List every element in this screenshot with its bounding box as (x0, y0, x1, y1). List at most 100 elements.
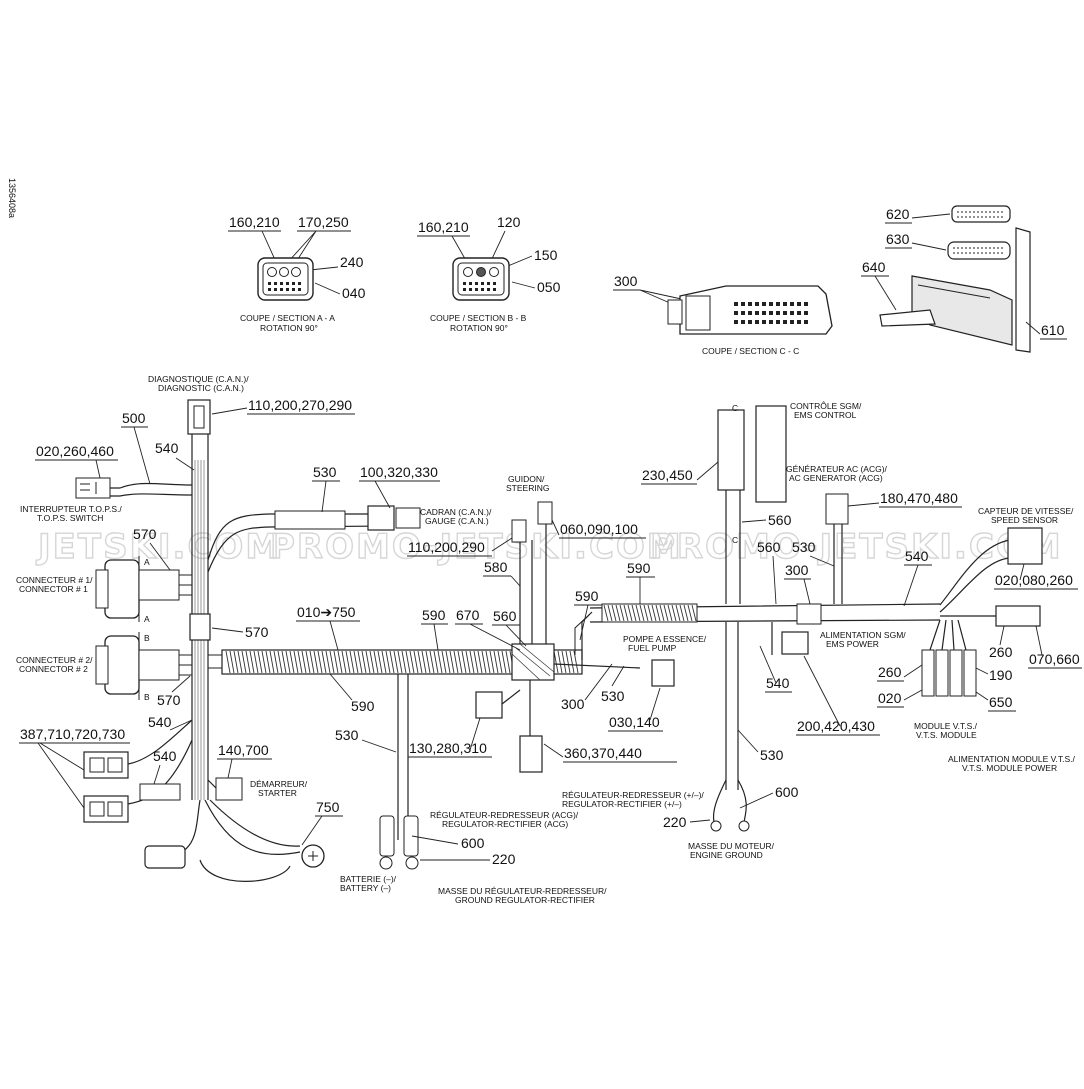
callout-220a: 220 (492, 851, 516, 867)
caption-diagnostic-2: DIAGNOSTIC (C.A.N.) (158, 383, 244, 393)
callout-030: 030,140 (609, 714, 660, 730)
captions: DIAGNOSTIQUE (C.A.N.)/ DIAGNOSTIC (C.A.N… (16, 374, 1076, 905)
callout-aa-170-250: 170,250 (298, 214, 349, 230)
caption-connector1-2: CONNECTOR # 1 (19, 584, 88, 594)
caption-fuel-pump-1: POMPE A ESSENCE/ (623, 634, 707, 644)
caption-ems-control-1: CONTRÔLE SGM/ (790, 401, 862, 411)
fuel-pump-wire (553, 663, 641, 669)
vts-wires (929, 619, 967, 651)
watermark-right: PROMO-JETSKI.COM (650, 527, 1063, 567)
caption-steering-1: GUIDON/ (508, 474, 545, 484)
callout-540a: 540 (155, 440, 179, 456)
callout-600a: 600 (461, 835, 485, 851)
connector-1-drawing (95, 559, 192, 619)
callout-540c: 540 (766, 675, 790, 691)
caption-speed-1: CAPTEUR DE VITESSE/ (978, 506, 1074, 516)
callout-bb-150: 150 (534, 247, 558, 263)
callout-500: 500 (122, 410, 146, 426)
speed-sensor-wire (939, 539, 1011, 606)
callout-570c: 570 (157, 692, 181, 708)
callout-aa-160-210: 160,210 (229, 214, 280, 230)
callout-560c: 560 (757, 539, 781, 555)
callout-tops: 020,260,460 (36, 443, 114, 459)
callout-diagnostic: 110,200,270,290 (248, 397, 352, 413)
document-id: 1356408a (7, 178, 17, 218)
callout-190: 190 (989, 667, 1013, 683)
connector-387-upper (83, 751, 129, 779)
callout-530c: 530 (760, 747, 784, 763)
caption-steering-2: STEERING (506, 483, 549, 493)
caption-vts-power-1: ALIMENTATION MODULE V.T.S./ (948, 754, 1076, 764)
callout-steer-1: 110,200,290 (408, 539, 485, 555)
callout-bb-160-210: 160,210 (418, 219, 469, 235)
callout-540b: 540 (905, 548, 929, 564)
steering-wires (519, 520, 547, 650)
tops-wire (98, 482, 193, 489)
connector-cover-drawing (879, 227, 1031, 353)
tops-connector (75, 477, 111, 499)
caption-vts-module-2: V.T.S. MODULE (916, 730, 977, 740)
callout-530a: 530 (313, 464, 337, 480)
seal-620 (951, 205, 1011, 223)
caption-starter-1: DÉMARREUR/ (250, 779, 308, 789)
center-junction (511, 643, 555, 681)
caption-vts-power-2: V.T.S. MODULE POWER (962, 763, 1057, 773)
watermark-left: JETSKI.COM (36, 527, 281, 567)
caption-diagnostic-1: DIAGNOSTIQUE (C.A.N.)/ (148, 374, 249, 384)
callout-cc-620: 620 (886, 206, 910, 222)
callout-600b: 600 (775, 784, 799, 800)
section-marker-c2: C (732, 535, 738, 545)
gauge-wire (207, 513, 390, 561)
callout-540e: 540 (153, 748, 177, 764)
connector-360 (519, 735, 543, 773)
section-aa-rotation: ROTATION 90° (260, 323, 318, 333)
callout-speed-020: 020,080,260 (995, 572, 1073, 588)
section-bb-title: COUPE / SECTION B - B (430, 313, 527, 323)
callout-670: 670 (456, 607, 480, 623)
callout-650: 650 (989, 694, 1013, 710)
section-marker-b1: B (144, 633, 150, 643)
callout-bb-050: 050 (537, 279, 561, 295)
caption-acg-1: GÉNÉRATEUR AC (ACG)/ (786, 464, 888, 474)
caption-connector2-1: CONNECTEUR # 2/ (16, 655, 93, 665)
speed-sensor-connector (1007, 527, 1043, 565)
callout-230: 230,450 (642, 467, 693, 483)
callout-220b: 220 (663, 814, 687, 830)
section-cc: 300 COUPE / SECTION C - C 620 630 640 (613, 205, 1067, 356)
connector-c-drawing (667, 285, 833, 335)
callout-cc-640: 640 (862, 259, 886, 275)
caption-acg-2: AC GENERATOR (ACG) (789, 473, 883, 483)
section-marker-c1: C (732, 403, 738, 413)
caption-connector1-1: CONNECTEUR # 1/ (16, 575, 93, 585)
caption-tops-1: INTERRUPTEUR T.O.P.S./ (20, 504, 122, 514)
callout-570a: 570 (133, 526, 157, 542)
callout-130: 130,280,310 (409, 740, 487, 756)
callout-580: 580 (484, 559, 508, 575)
callout-590a: 590 (422, 607, 446, 623)
callout-560b: 560 (768, 512, 792, 528)
callout-aa-240: 240 (340, 254, 364, 270)
caption-battery-2: BATTERY (–) (340, 883, 391, 893)
callout-540d: 540 (148, 714, 172, 730)
caption-ems-control-2: EMS CONTROL (794, 410, 857, 420)
caption-vts-module-1: MODULE V.T.S./ (914, 721, 978, 731)
section-marker-a2: A (144, 614, 150, 624)
caption-battery-1: BATTERIE (–)/ (340, 874, 397, 884)
callout-360: 360,370,440 (564, 745, 642, 761)
caption-ground-reg-2: GROUND REGULATOR-RECTIFIER (455, 895, 595, 905)
ems-control-connector (755, 405, 787, 503)
callout-range: 010➔750 (297, 604, 356, 620)
clamp-570 (189, 613, 211, 641)
callout-530e: 530 (335, 727, 359, 743)
callout-070: 070,660 (1029, 651, 1080, 667)
callout-300b: 300 (561, 696, 585, 712)
callout-387: 387,710,720,730 (20, 726, 125, 742)
caption-engine-ground-2: ENGINE GROUND (690, 850, 763, 860)
callout-260b: 260 (878, 664, 902, 680)
vts-power-connector (995, 605, 1041, 627)
callout-750: 750 (316, 799, 340, 815)
section-aa: 160,210 170,250 240 040 COUPE / SECTION … (228, 214, 366, 333)
section-aa-title: COUPE / SECTION A - A (240, 313, 335, 323)
caption-reg-acg-1: RÉGULATEUR-REDRESSEUR (ACG)/ (430, 810, 579, 820)
